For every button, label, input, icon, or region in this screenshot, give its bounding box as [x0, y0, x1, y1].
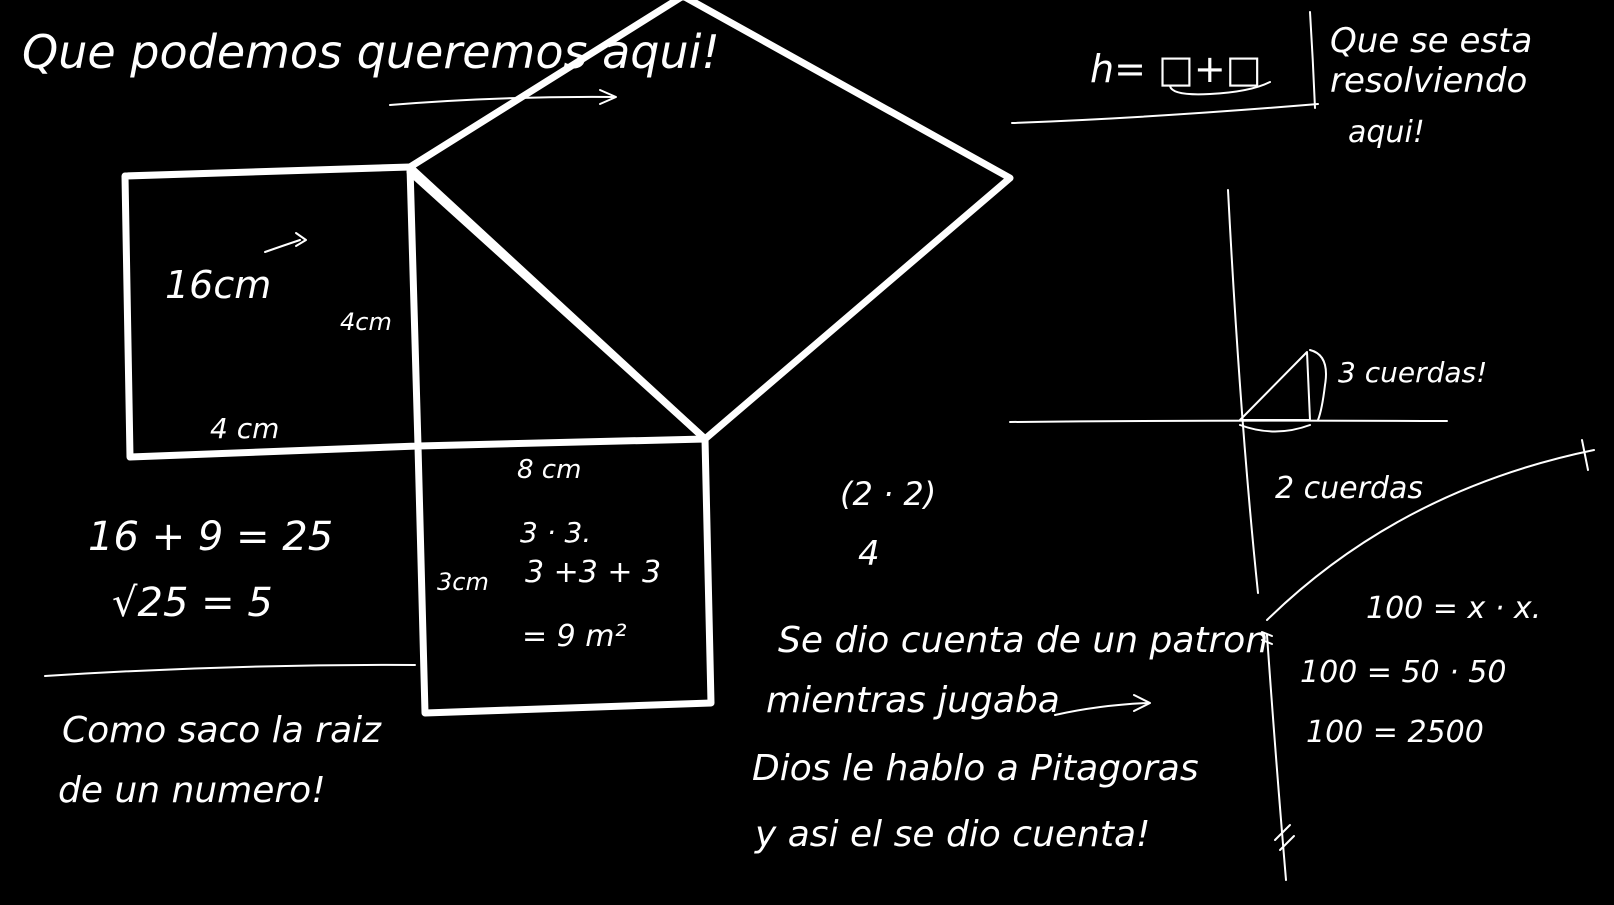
curve-tick-top: [1581, 439, 1589, 471]
label-9m2: = 9 m²: [522, 619, 627, 654]
note-top-right-line3: aqui!: [1348, 115, 1425, 150]
square-equation-2: 100 = 50 · 50: [1300, 655, 1506, 690]
square-bottom: [414, 435, 715, 717]
result-4: 4: [858, 534, 880, 574]
formula-underline: [1011, 103, 1319, 124]
label-8cm: 8 cm: [517, 455, 581, 485]
story-line4: y asi el se dio cuenta!: [754, 814, 1150, 855]
curve-right-vertical: [1266, 634, 1287, 881]
curve-tick-mid: [1261, 631, 1273, 645]
note-top-right-line1: Que se esta: [1330, 21, 1532, 61]
label-4cm-bottom: 4 cm: [210, 412, 279, 445]
triangle-vertical-label: 3 cuerdas!: [1338, 356, 1487, 389]
story-line1: Se dio cuenta de un patron: [778, 620, 1268, 661]
separator-left: [44, 663, 416, 677]
formula-brace: [1169, 81, 1271, 96]
axis-vertical: [1227, 189, 1259, 594]
arrow-story: [1054, 694, 1151, 716]
triangle-horizontal-label: 2 cuerdas: [1275, 471, 1423, 506]
question-line2: de un numero!: [58, 770, 326, 811]
label-16cm: 16cm: [165, 263, 271, 307]
square-equation-3: 100 = 2500: [1306, 715, 1484, 750]
axis-horizontal: [1009, 419, 1448, 423]
story-line3: Dios le hablo a Pitagoras: [752, 748, 1199, 789]
question-line1: Como saco la raiz: [62, 710, 382, 751]
square-equation-1: 100 = x · x.: [1366, 591, 1541, 626]
mul-2x2: (2 · 2): [840, 475, 936, 513]
equation-sum: 16 + 9 = 25: [88, 514, 333, 560]
arrow-top: [389, 89, 617, 106]
curve-right: [1266, 449, 1595, 621]
label-sum: 3 +3 + 3: [525, 555, 661, 590]
triangle-height-brace: [1309, 349, 1327, 421]
story-line2: mientras jugaba: [766, 680, 1060, 721]
label-3cm: 3cm: [437, 568, 489, 596]
label-4cm-side: 4cm: [340, 308, 392, 336]
note-top-left: Que podemos queremos aqui!: [22, 25, 720, 79]
triangle-base-brace: [1239, 424, 1311, 433]
formula-h: h= □+□: [1090, 47, 1262, 91]
curve-tick-bottom: [1274, 824, 1295, 851]
note-top-right-line2: resolviendo: [1330, 61, 1527, 101]
arrow-16cm: [264, 232, 307, 253]
label-3x3: 3 · 3.: [520, 516, 591, 549]
equation-sqrt: √25 = 5: [112, 580, 273, 626]
formula-divider: [1309, 11, 1316, 109]
triangle-hypotenuse: [406, 168, 707, 441]
small-triangle: [1239, 351, 1311, 421]
